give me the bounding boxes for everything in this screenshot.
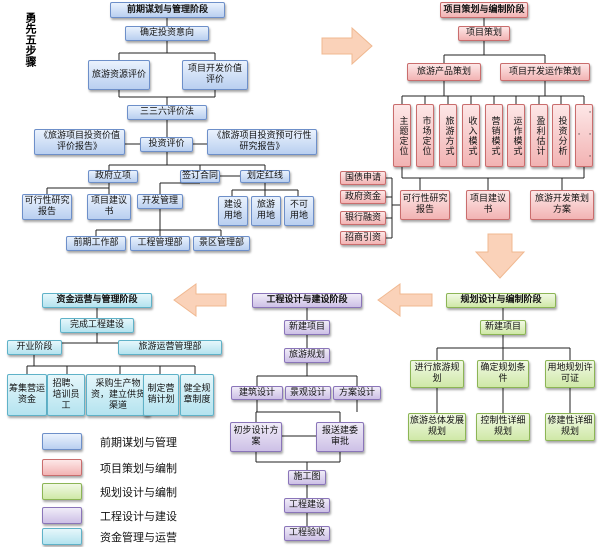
legend-label-5: 资金管理与运营 [100,531,177,544]
project-value-eval-box: 项目开发价值评价 [182,60,248,90]
dept-prework-box: 前期工作部 [66,236,126,251]
raise-capital-box: 筹集营运资金 [7,374,47,416]
value-eval-report-box: 《旅游项目投资价值评价报告》 [34,129,125,155]
s2-proposal-box: 项目建议书 [466,190,510,220]
legend-label-4: 工程设计与建设 [100,510,177,523]
procurement-box: 采购生产物资，建立供货渠道 [86,374,150,416]
recruit-train-box: 招聘、培训员工 [47,374,85,416]
s3-new-project-box: 新建项目 [480,320,526,335]
bank-finance-box: 银行融资 [340,211,386,225]
prefeasibility-report-box: 《旅游项目投资预可行性研究报告》 [207,129,317,155]
stage1-title: 前期谋划与管理阶段 [110,2,225,18]
control-plan-box: 控制性详细规划 [476,413,530,441]
construction-box: 工程建设 [284,498,330,513]
s4-new-project-box: 新建项目 [284,320,330,335]
land-permit-box: 用地规划许可证 [545,360,595,388]
stage2-title: 项目策划与编制阶段 [440,2,528,18]
dev-scheme-box: 旅游开发策划方案 [530,190,594,220]
s2-feasibility-box: 可行性研究报告 [400,190,450,220]
sign-contract-box: 签订合同 [180,170,220,183]
scheme-design-box: 方案设计 [333,386,381,400]
detail-plan-box: 修建性详细规划 [545,413,595,441]
resource-eval-box: 旅游资源评价 [88,60,150,90]
legend-swatch-red [42,459,82,476]
drawing-box: 施工图 [288,470,326,485]
stage3-title: 规划设计与编制阶段 [446,293,556,308]
no-land-box: 不可用地 [284,196,314,226]
invest-analysis-box: 投资分析 [552,104,570,167]
redline-box: 划定红线 [240,170,290,183]
s4-tour-plan-box: 旅游规划 [284,348,330,363]
stage4-title: 工程设计与建设阶段 [252,293,362,308]
legend-swatch-blue [42,433,82,450]
legend-swatch-purple [42,507,82,524]
prelim-design-box: 初步设计方案 [230,422,282,452]
legend-label-1: 前期谋划与管理 [100,436,177,449]
feasibility-report-box: 可行性研究报告 [22,194,72,220]
opening-stage-box: 开业阶段 [7,340,62,355]
arch-design-box: 建筑设计 [231,386,283,400]
five-steps-title: 勇先五步骤 [24,12,37,67]
legend-swatch-green [42,483,82,500]
approval-box: 报送建委审批 [316,422,364,452]
invest-intent-box: 确定投资意向 [125,26,209,41]
landscape-design-box: 景观设计 [285,386,331,400]
stage-arrow-3-to-4 [377,283,433,317]
acceptance-box: 工程验收 [284,526,330,541]
three-three-six-method-box: 三三六评价法 [127,105,207,120]
theme-positioning-box: 主题定位 [393,104,411,167]
stage5-title: 资金运营与管理阶段 [42,293,152,308]
stage-arrow-2-to-3 [474,233,526,279]
do-tour-plan-box: 进行旅游规划 [410,360,464,388]
general-plan-box: 旅游总体发展规划 [408,413,466,441]
invest-eval-box: 投资评价 [140,137,193,152]
product-planning-box: 旅游产品策划 [407,63,481,81]
legend-swatch-cyan [42,528,82,545]
gov-approval-box: 政府立项 [88,170,138,183]
bond-apply-box: 国债申请 [340,171,386,185]
rules-box: 健全规章制度 [180,374,214,416]
gov-fund-box: 政府资金 [340,190,386,204]
dept-scenic-box: 景区管理部 [193,236,250,251]
project-planning-box: 项目策划 [458,26,510,41]
market-positioning-box: 市场定位 [416,104,434,167]
tour-land-box: 旅游用地 [251,196,281,226]
operation-model-box: 运作模式 [507,104,525,167]
legend-label-3: 规划设计与编制 [100,486,177,499]
proposal-box: 项目建议书 [87,194,131,220]
stage-arrow-4-to-5 [173,283,227,317]
marketing-model-box: 营销模式 [485,104,503,167]
stage-arrow-1-to-2 [321,26,373,66]
tour-mode-box: 旅游方式 [439,104,457,167]
income-model-box: 收入模式 [462,104,480,167]
build-land-box: 建设用地 [218,196,248,226]
dev-mgmt-box: 开发管理 [137,194,183,209]
ops-planning-box: 项目开发运作策划 [500,63,590,81]
more-items-box: · · · · [574,104,595,167]
marketing-plan-box: 制定营销计划 [143,374,179,416]
complete-construction-box: 完成工程建设 [60,318,134,333]
plan-condition-box: 确定规划条件 [477,360,529,388]
investment-attract-box: 招商引资 [340,231,386,245]
ops-dept-box: 旅游运营管理部 [118,340,222,355]
legend-label-2: 项目策划与编制 [100,462,177,475]
dept-engineering-box: 工程管理部 [130,236,190,251]
profit-estimate-box: 盈利估计 [530,104,548,167]
